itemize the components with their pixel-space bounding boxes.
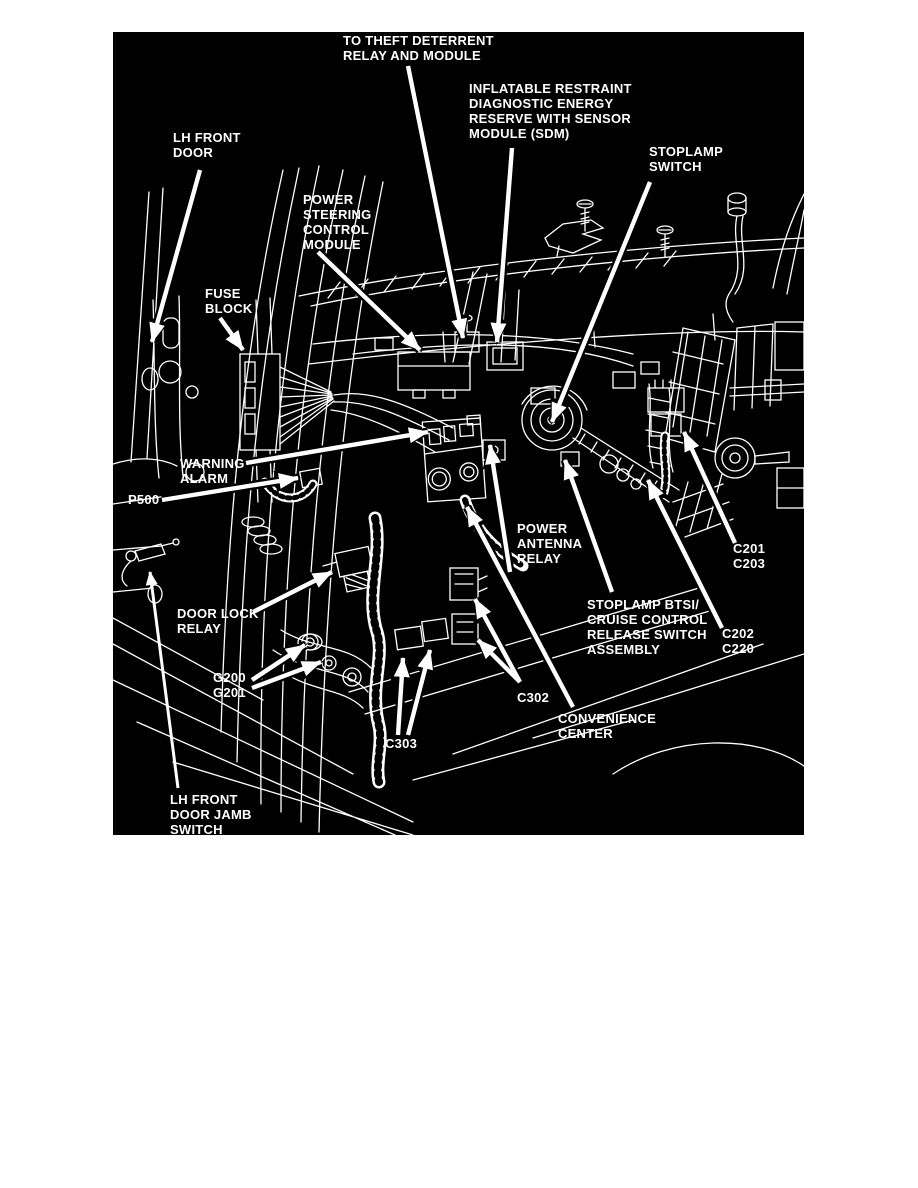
diagram-line-art bbox=[113, 165, 804, 835]
screw-icon bbox=[656, 225, 674, 258]
arrow-g201 bbox=[251, 659, 322, 691]
screw-icon bbox=[576, 199, 594, 232]
label-lh-front-door: LH FRONT DOOR bbox=[173, 130, 241, 160]
label-p500: P500 bbox=[128, 492, 160, 507]
label-power-antenna-relay: POWER ANTENNA RELAY bbox=[517, 521, 583, 566]
p500-connector-part bbox=[260, 467, 323, 503]
ground-bolts-part bbox=[272, 629, 372, 709]
bracket-part bbox=[544, 219, 605, 257]
column-boss-part bbox=[714, 437, 804, 509]
arrow-warning-alarm bbox=[245, 427, 429, 466]
label-door-jamb-switch: LH FRONT DOOR JAMB SWITCH bbox=[170, 792, 252, 837]
callout-arrows bbox=[145, 65, 740, 789]
arrow-convenience-center bbox=[465, 505, 575, 709]
arrow-power-steering bbox=[316, 250, 422, 352]
label-theft-deterrent: TO THEFT DETERRENT RELAY AND MODULE bbox=[343, 33, 494, 63]
label-sdm: INFLATABLE RESTRAINT DIAGNOSTIC ENERGY R… bbox=[469, 81, 632, 141]
arrow-power-antenna-relay bbox=[485, 444, 513, 573]
arrow-lh-front-door bbox=[149, 169, 203, 343]
arrow-door-jamb-switch bbox=[145, 571, 180, 789]
label-power-steering: POWER STEERING CONTROL MODULE bbox=[303, 192, 372, 252]
arrow-c302-b bbox=[476, 638, 522, 684]
arrow-g200 bbox=[250, 643, 307, 682]
arrow-c202-c220 bbox=[646, 479, 724, 629]
label-convenience-center: CONVENIENCE CENTER bbox=[558, 711, 657, 741]
label-stoplamp-switch: STOPLAMP SWITCH bbox=[649, 144, 723, 174]
label-fuse-block: FUSE BLOCK bbox=[205, 286, 253, 316]
arrow-c303-a bbox=[393, 657, 410, 736]
power-steering-module-part bbox=[397, 351, 471, 399]
label-door-lock-relay: DOOR LOCK RELAY bbox=[177, 606, 259, 636]
arrow-stoplamp-switch bbox=[549, 181, 653, 423]
arrow-c302-a bbox=[473, 597, 522, 684]
arrow-p500 bbox=[161, 473, 299, 503]
label-stoplamp-btsi: STOPLAMP BTSI/ CRUISE CONTROL RELEASE SW… bbox=[587, 597, 708, 657]
vehicle-illustration bbox=[113, 65, 804, 835]
convenience-center-part bbox=[421, 414, 487, 503]
label-c201-c203: C201 C203 bbox=[733, 541, 766, 571]
kick-panel-harness-part bbox=[645, 327, 736, 473]
arrow-stoplamp-btsi bbox=[562, 459, 615, 593]
arrow-c201-c203 bbox=[682, 431, 737, 544]
component-location-diagram: TO THEFT DETERRENT RELAY AND MODULE INFL… bbox=[113, 32, 804, 837]
c201-connector-part bbox=[647, 379, 685, 497]
arrow-door-lock-relay bbox=[252, 570, 333, 614]
label-c303: C303 bbox=[385, 736, 418, 751]
arrow-sdm bbox=[490, 147, 515, 343]
fuse-block-part bbox=[239, 297, 335, 503]
arrow-c303-b bbox=[405, 649, 433, 736]
arrow-fuse-block bbox=[218, 316, 245, 352]
label-c302: C302 bbox=[517, 690, 550, 705]
c303-connectors-part bbox=[394, 617, 450, 651]
label-g200-g201: G200 G201 bbox=[213, 670, 246, 700]
label-warning-alarm: WARNING ALARM bbox=[180, 456, 245, 486]
label-c202-c220: C202 C220 bbox=[722, 626, 755, 656]
arrow-theft-deterrent bbox=[405, 65, 468, 339]
c302-connectors-part bbox=[449, 567, 488, 645]
grommet-icon bbox=[725, 192, 747, 323]
door-jamb-switch-part bbox=[121, 538, 180, 587]
